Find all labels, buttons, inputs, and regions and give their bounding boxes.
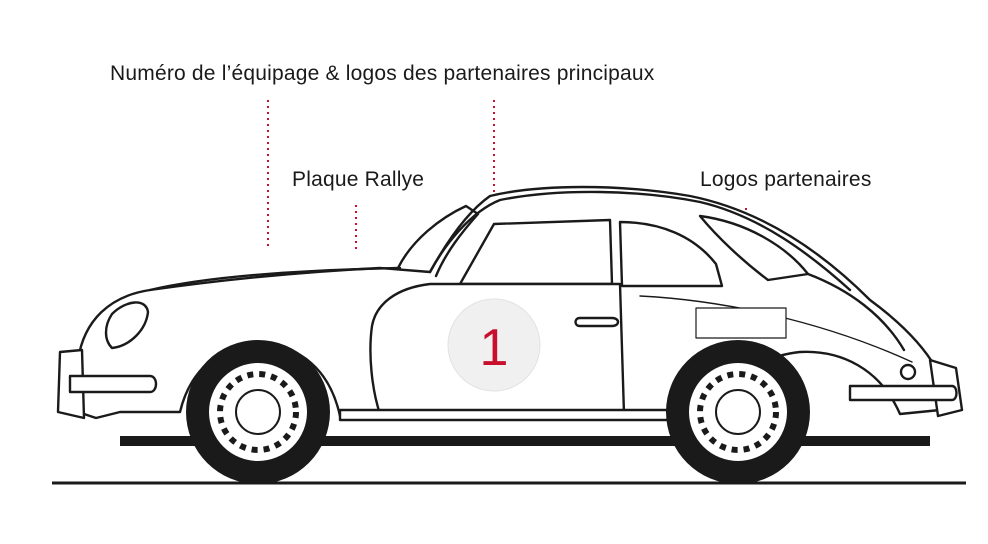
partner-logos-label: Logos partenaires — [700, 168, 872, 191]
rear-wheel — [666, 340, 810, 484]
rear-bumper-bar — [848, 384, 958, 402]
door-handle — [574, 316, 620, 328]
door-number: 1 — [480, 319, 509, 377]
rally-plate-label: Plaque Rallye — [292, 168, 425, 191]
rear-lid — [806, 272, 906, 352]
rear-logo-panel — [695, 307, 787, 339]
bonnet-line — [148, 266, 402, 292]
number-circle — [447, 298, 541, 392]
front-bumper-bar — [68, 374, 158, 394]
headlight — [104, 301, 150, 350]
windshield — [396, 204, 480, 278]
rear-side-window — [618, 220, 724, 288]
front-wheel — [186, 340, 330, 484]
sill — [338, 408, 722, 422]
tail-light — [899, 363, 917, 381]
greenhouse — [428, 190, 852, 292]
crew-number-label: Numéro de l’équipage & logos des partena… — [110, 62, 655, 85]
